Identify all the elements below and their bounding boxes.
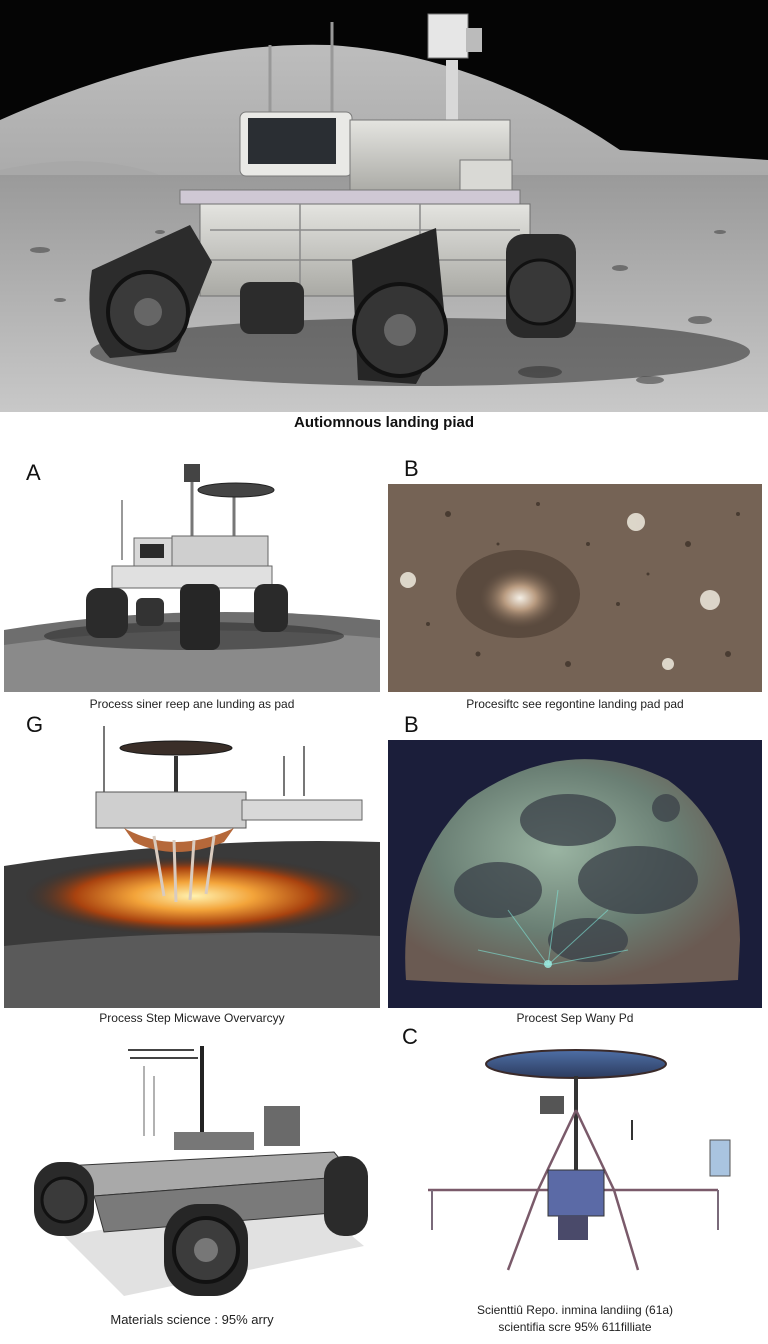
panel-b2-image-moon: [388, 740, 762, 1008]
panel-a-image-rover-dish: [4, 460, 380, 692]
panel-a-letter: A: [26, 460, 41, 485]
panel-c-caption-line1: Scienttiû Repo. inmina landiing (61a): [476, 1303, 674, 1317]
panel-c-image-dish-lander: [388, 1040, 762, 1298]
panel-g-caption: Process Step Micwave Overvarcyy: [99, 1011, 285, 1025]
panel-b2-caption: Procest Sep Wany Pd: [516, 1011, 634, 1025]
panel-a-caption: Process siner reep ane lunding as pad: [89, 697, 295, 711]
panel-b2-scene: [388, 740, 762, 1008]
panel-b-caption: Procesiftc see regontine landing pad pad: [466, 697, 684, 711]
panel-g-scene: [4, 716, 380, 1008]
panel-c-scene: [388, 1040, 762, 1298]
panel-g-letter: G: [26, 712, 44, 737]
panel-b-letter: B: [404, 456, 419, 481]
panel-d-scene: [4, 1036, 380, 1306]
panel-c-letter: C: [402, 1024, 418, 1049]
panel-b2-letter: B: [404, 712, 419, 737]
panel-a-scene: [4, 460, 380, 692]
panel-b-image-crater-surface: [388, 484, 762, 692]
panel-c-caption-line2: scientifia scre 95% 611filliate: [498, 1320, 652, 1334]
panel-g-image-lander-fire: [4, 716, 380, 1008]
hero-scene: [0, 0, 768, 412]
panel-d-image-tracked-rover: [4, 1036, 380, 1306]
panel-d-caption: Materials science : 95% arry: [110, 1312, 274, 1327]
hero-caption: Autiomnous landing piad: [294, 414, 474, 431]
hero-image-lunar-rover: [0, 0, 768, 412]
panel-b-scene: [388, 484, 762, 692]
